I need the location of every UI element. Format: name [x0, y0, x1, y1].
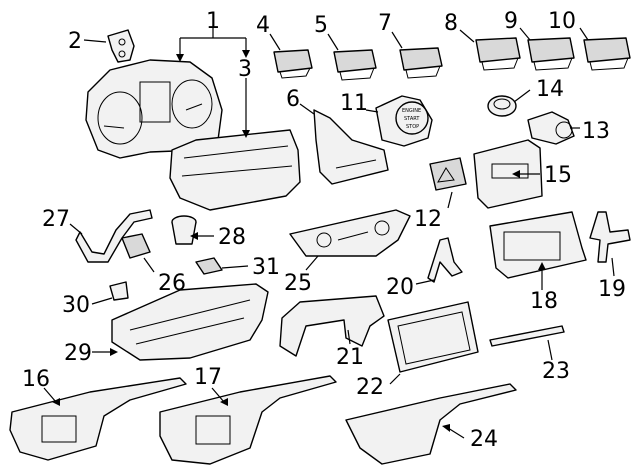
- start-button-line1: ENGINE: [402, 108, 421, 114]
- callout-23: 23: [542, 359, 570, 384]
- part-hose: [75, 209, 153, 263]
- callout-26: 26: [158, 271, 186, 296]
- part-switch-4: [273, 49, 313, 79]
- part-bracket-20: [427, 237, 463, 283]
- part-switch-9: [527, 37, 575, 71]
- part-sensor-31: [195, 257, 223, 275]
- part-center-panel: [289, 209, 411, 257]
- callout-11: 11: [340, 91, 368, 116]
- part-connector-26: [121, 233, 151, 259]
- callout-numbers: 1 2 3 4 5 6 7 8 9 10 11 12 13 14 15 16 1…: [22, 9, 626, 452]
- callout-22: 22: [356, 375, 384, 400]
- part-power-outlet: [527, 111, 575, 145]
- part-socket: [487, 95, 517, 117]
- part-lower-trim: [345, 383, 517, 465]
- part-switch-5: [333, 49, 377, 81]
- part-trim-strip: [489, 325, 565, 347]
- start-button-line2: START: [404, 116, 420, 122]
- callout-25: 25: [284, 271, 312, 296]
- callout-21: 21: [336, 345, 364, 370]
- callout-31: 31: [252, 255, 280, 280]
- part-clip-30: [109, 281, 129, 301]
- leader-lines: [43, 27, 615, 439]
- callout-30: 30: [62, 293, 90, 318]
- callout-10: 10: [548, 9, 576, 34]
- callout-3: 3: [238, 57, 252, 82]
- part-cluster-lens: [169, 129, 301, 211]
- part-hazard-switch: [429, 157, 467, 191]
- part-bracket-19: [589, 211, 631, 263]
- start-button-line3: STOP: [406, 124, 419, 130]
- part-switch-10: [583, 37, 631, 71]
- part-display-bezel: [387, 301, 479, 373]
- callout-19: 19: [598, 277, 626, 302]
- callout-14: 14: [536, 77, 564, 102]
- part-switch-7: [399, 47, 443, 79]
- callout-13: 13: [582, 119, 610, 144]
- callout-7: 7: [378, 11, 392, 36]
- part-console-box: [111, 283, 269, 361]
- callout-16: 16: [22, 367, 50, 392]
- part-display-unit: [489, 211, 587, 279]
- callout-5: 5: [314, 13, 328, 38]
- callout-6: 6: [286, 87, 300, 112]
- callout-2: 2: [68, 29, 82, 54]
- callout-12: 12: [414, 207, 442, 232]
- callout-18: 18: [530, 289, 558, 314]
- callout-15: 15: [544, 163, 572, 188]
- callout-27: 27: [42, 207, 70, 232]
- callout-29: 29: [64, 341, 92, 366]
- callout-17: 17: [194, 365, 222, 390]
- callout-9: 9: [504, 9, 518, 34]
- part-engine-start-switch: ENGINE START STOP: [375, 95, 433, 147]
- callout-28: 28: [218, 225, 246, 250]
- part-knob: [171, 215, 197, 245]
- part-bracket-2: [107, 29, 135, 63]
- callout-24: 24: [470, 427, 498, 452]
- callout-4: 4: [256, 13, 270, 38]
- callout-1: 1: [206, 9, 220, 34]
- part-support-frame: [279, 295, 385, 357]
- part-side-bezel: [313, 109, 389, 185]
- part-switch-8: [475, 37, 521, 71]
- part-dash-trim-17: [159, 375, 337, 465]
- part-climate-panel: [473, 139, 543, 209]
- callout-8: 8: [444, 11, 458, 36]
- part-dash-trim-16: [9, 377, 187, 461]
- callout-20: 20: [386, 275, 414, 300]
